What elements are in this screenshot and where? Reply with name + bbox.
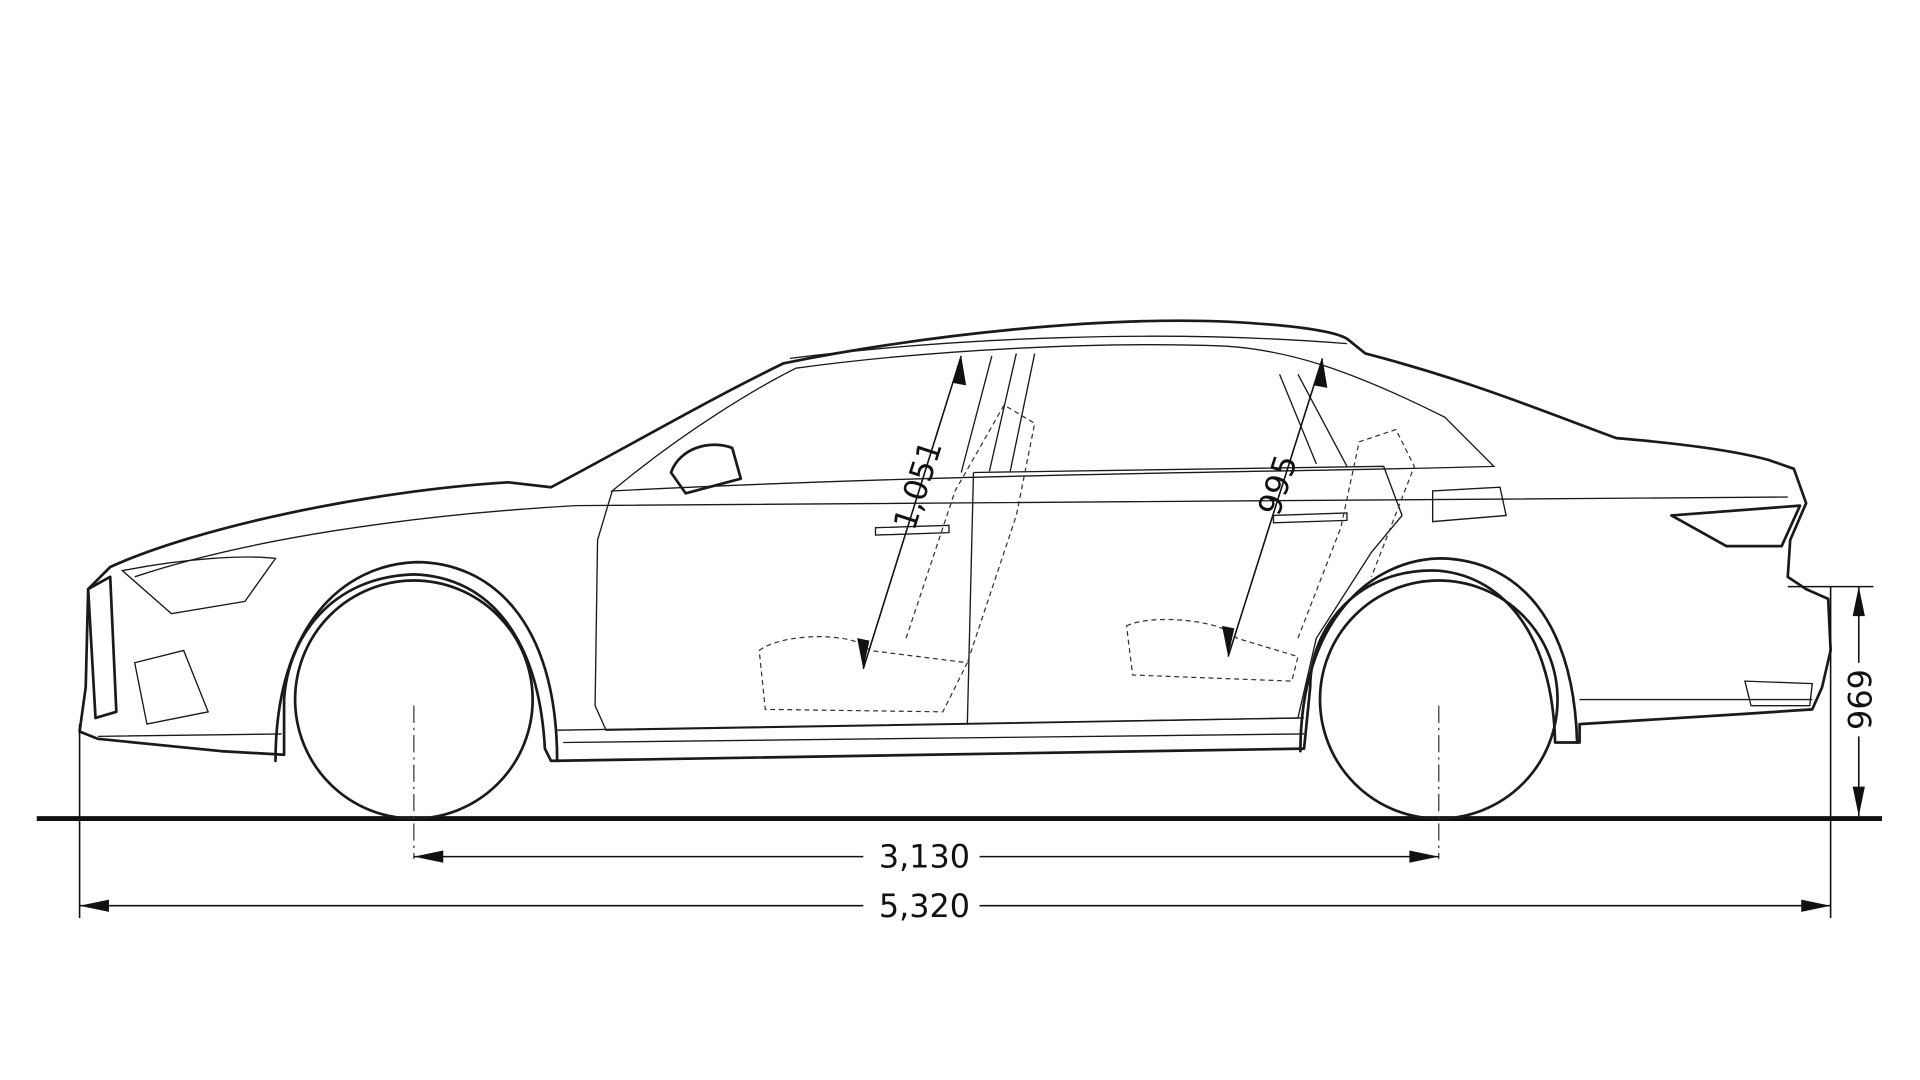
- front-grille: [86, 575, 118, 720]
- rear-wheel-arch: [1299, 557, 1579, 753]
- exhaust: [1744, 680, 1813, 707]
- car-body-outline: [78, 319, 1832, 763]
- b-pillar: [960, 353, 1036, 473]
- rear-headroom-label: 995: [1250, 450, 1305, 520]
- door-handles: [874, 512, 1348, 536]
- headlight: [120, 556, 277, 615]
- rear-door: [967, 465, 1403, 725]
- side-windows: [610, 344, 1496, 492]
- front-wheel-arch: [274, 560, 559, 763]
- overall-length-label: 5,320: [879, 887, 970, 925]
- side-mirror: [669, 443, 743, 495]
- fuel-flap: [1431, 486, 1507, 523]
- front-headroom-label: 1,051: [886, 436, 950, 535]
- wheelbase-label: 3,130: [879, 838, 970, 876]
- front-wheel: [293, 579, 534, 820]
- rear-seat: [1125, 428, 1415, 682]
- air-intake: [133, 649, 210, 725]
- front-seat: [758, 404, 1036, 713]
- taillight: [1670, 504, 1802, 548]
- sill-height-label: 696: [1840, 669, 1878, 730]
- c-pillar: [1278, 374, 1348, 467]
- front-door: [594, 472, 975, 731]
- rear-wheel: [1318, 579, 1559, 820]
